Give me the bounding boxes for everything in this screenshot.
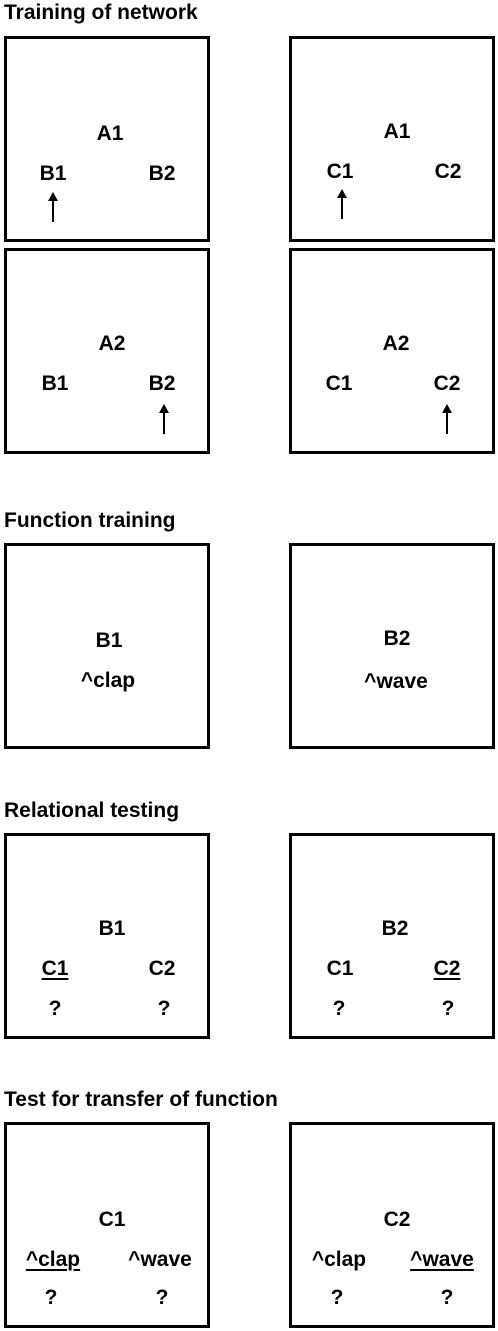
panel-a1-b: A1 B1 B2 — [4, 36, 210, 242]
comparison-right-correct: C2 — [433, 957, 461, 980]
trained-response: ^clap — [80, 669, 136, 692]
comparison-left: C1 — [326, 160, 354, 183]
panel-function-b2: B2 ^wave — [289, 543, 495, 749]
comparison-right: B2 — [148, 162, 176, 185]
comparison-left: C1 — [325, 372, 353, 395]
response-option-right: ^wave — [128, 1248, 192, 1271]
sample-stimulus: C1 — [98, 1208, 126, 1231]
panel-a1-c: A1 C1 C2 — [289, 36, 495, 242]
trained-stimulus: B2 — [383, 627, 411, 650]
comparison-left: C1 — [326, 957, 354, 980]
sample-stimulus: A1 — [383, 120, 411, 143]
sample-stimulus: B1 — [98, 917, 126, 940]
test-mark-right: ? — [157, 997, 171, 1020]
sample-stimulus: B2 — [381, 917, 409, 940]
test-mark-left: ? — [48, 997, 62, 1020]
section-heading-function-training: Function training — [4, 509, 176, 532]
sample-stimulus: A2 — [98, 332, 126, 355]
panel-relational-b2: B2 C1 C2 ? ? — [289, 833, 495, 1039]
comparison-left: B1 — [41, 372, 69, 395]
test-mark-left: ? — [44, 1286, 58, 1309]
panel-a2-c: A2 C1 C2 — [289, 248, 495, 454]
trained-stimulus: B1 — [95, 629, 123, 652]
trained-response: ^wave — [364, 670, 428, 693]
test-mark-right: ? — [441, 997, 455, 1020]
test-mark-right: ? — [440, 1286, 454, 1309]
panel-a2-b: A2 B1 B2 — [4, 248, 210, 454]
comparison-left-correct: C1 — [41, 957, 69, 980]
comparison-left: B1 — [39, 162, 67, 185]
panel-transfer-c2: C2 ^clap ^wave ? ? — [289, 1122, 495, 1328]
selection-arrow-icon — [442, 404, 452, 434]
comparison-right: C2 — [148, 957, 176, 980]
panel-relational-b1: B1 C1 C2 ? ? — [4, 833, 210, 1039]
section-heading-relational-testing: Relational testing — [4, 799, 180, 822]
sample-stimulus: C2 — [383, 1208, 411, 1231]
selection-arrow-icon — [48, 192, 58, 222]
response-option-left: ^clap — [311, 1248, 367, 1271]
panel-transfer-c1: C1 ^clap ^wave ? ? — [4, 1122, 210, 1328]
comparison-right: B2 — [148, 372, 176, 395]
section-heading-training-of-network: Training of network — [4, 1, 198, 24]
panel-function-b1: B1 ^clap — [4, 543, 210, 749]
comparison-right: C2 — [433, 372, 461, 395]
test-mark-right: ? — [155, 1286, 169, 1309]
sample-stimulus: A1 — [96, 122, 124, 145]
test-mark-left: ? — [330, 1286, 344, 1309]
selection-arrow-icon — [337, 189, 347, 219]
response-option-left-correct: ^clap — [25, 1248, 81, 1271]
selection-arrow-icon — [159, 404, 169, 434]
test-mark-left: ? — [332, 997, 346, 1020]
sample-stimulus: A2 — [382, 332, 410, 355]
response-option-right-correct: ^wave — [410, 1248, 474, 1271]
section-heading-test-for-transfer: Test for transfer of function — [4, 1088, 278, 1111]
comparison-right: C2 — [434, 160, 462, 183]
